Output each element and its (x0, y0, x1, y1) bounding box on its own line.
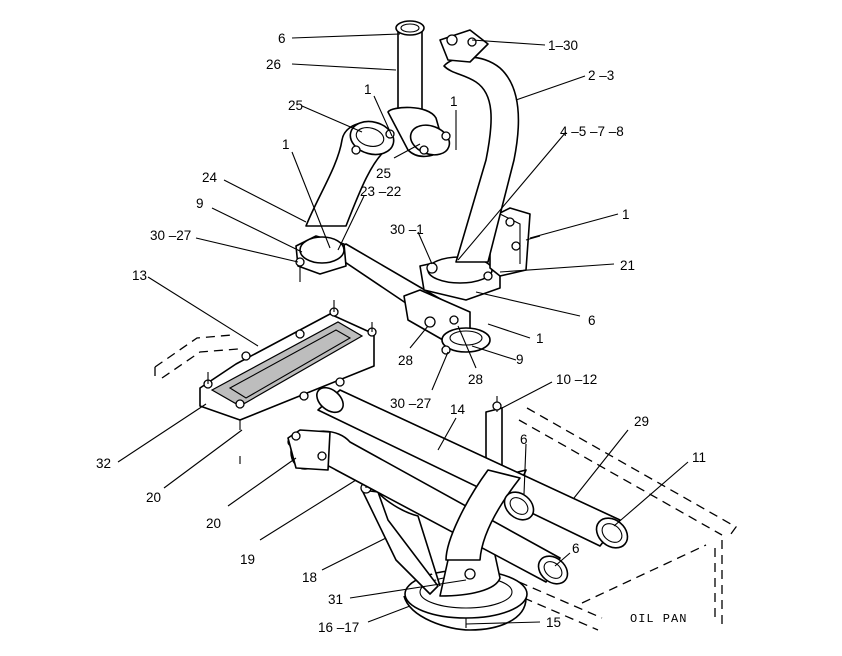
callout-6-bottom: 6 (572, 541, 580, 556)
callout-24: 24 (202, 170, 218, 185)
callout-1-d: 1 (622, 207, 630, 222)
callout-1-30: 1–30 (548, 38, 578, 53)
lower-flange-block (287, 429, 331, 471)
callout-21: 21 (620, 258, 635, 273)
callout-30-27-mid: 30 –27 (390, 396, 431, 411)
callout-4-5-7-8: 4 –5 –7 –8 (560, 124, 624, 139)
callout-20-b: 20 (206, 516, 221, 531)
callout-6-mid: 6 (588, 313, 596, 328)
callout-28-b: 28 (468, 372, 483, 387)
callout-30-27-left: 30 –27 (150, 228, 191, 243)
crossover-elbow-pipe (305, 120, 395, 227)
leader-lines (117, 33, 689, 625)
callout-28-a: 28 (398, 353, 413, 368)
suction-tube (316, 386, 629, 549)
callout-1-a: 1 (364, 82, 372, 97)
vertical-fill-pipe (387, 20, 451, 158)
bell-riser-pipe (445, 469, 535, 561)
callout-25-mid: 25 (376, 166, 391, 181)
callout-31: 31 (328, 592, 343, 607)
upper-manifold (419, 256, 501, 301)
callout-32: 32 (96, 456, 111, 471)
oil-pan-label: OIL PAN (630, 612, 687, 626)
callout-19: 19 (240, 552, 255, 567)
pump-body-housing (329, 243, 491, 355)
callout-1-b: 1 (450, 94, 458, 109)
callout-6-low: 6 (520, 432, 528, 447)
callout-14: 14 (450, 402, 466, 417)
callout-16-17: 16 –17 (318, 620, 359, 635)
callout-9-left: 9 (196, 196, 204, 211)
left-flange (295, 235, 347, 282)
callout-11: 11 (692, 450, 706, 465)
callout-1-c: 1 (282, 137, 290, 152)
callout-15: 15 (546, 615, 561, 630)
callout-2-3: 2 –3 (588, 68, 614, 83)
callout-25-left: 25 (288, 98, 303, 113)
callout-20-a: 20 (146, 490, 161, 505)
callout-26: 26 (266, 57, 281, 72)
callout-1-e: 1 (536, 331, 544, 346)
callout-30-1: 30 –1 (390, 222, 424, 237)
callout-10-12: 10 –12 (556, 372, 597, 387)
callout-29: 29 (634, 414, 649, 429)
callout-9-right: 9 (516, 352, 524, 367)
callout-13: 13 (132, 268, 147, 283)
callout-23-22: 23 –22 (360, 184, 401, 199)
callout-labels: 6 26 1–30 2 –3 25 1 1 25 4 –5 –7 –8 1 24… (96, 31, 706, 635)
oil-pan-outline (154, 334, 737, 631)
callout-6-top: 6 (278, 31, 286, 46)
pump-cover-plate (199, 300, 377, 464)
callout-18: 18 (302, 570, 317, 585)
